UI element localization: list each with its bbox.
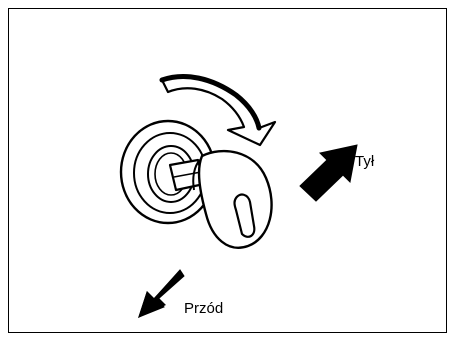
arrow-down-left-icon — [138, 269, 185, 318]
key-icon — [168, 149, 273, 249]
front-label: Przód — [184, 300, 224, 317]
arrow-up-right-icon — [299, 144, 358, 202]
curved-arrow-clockwise-icon — [159, 74, 277, 147]
back-label: Tył — [355, 153, 375, 170]
